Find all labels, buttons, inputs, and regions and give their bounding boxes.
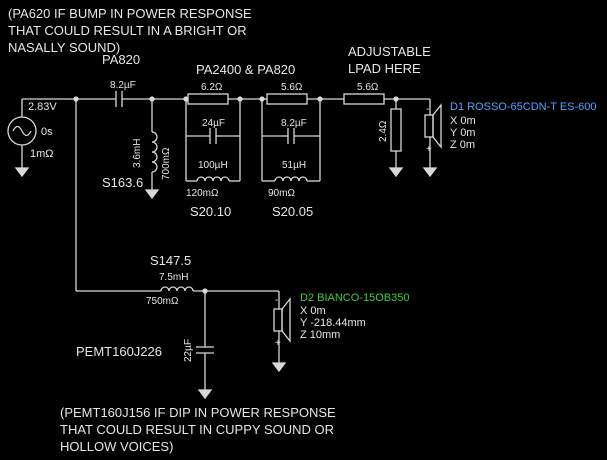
notch-2-inductor[interactable] <box>274 176 308 182</box>
series-capacitor-value: 8.2µF <box>110 80 136 91</box>
driver-1-ground-icon <box>422 167 438 178</box>
tweeter-coil-value: 7.5mH <box>159 272 188 283</box>
note-bottom-line-3: HOLLOW VOICES) <box>60 439 173 454</box>
tweeter-shunt-capacitor[interactable] <box>196 346 214 354</box>
notch-2-capacitor[interactable] <box>287 128 295 144</box>
source-phase: 0s <box>41 126 53 138</box>
shunt-coil-part: S163.6 <box>102 175 143 190</box>
notch-1-inductor[interactable] <box>196 176 230 182</box>
tweeter-cap-value: 22µF <box>183 339 194 362</box>
notch-2-inductor-res: 90mΩ <box>268 188 295 199</box>
resistor-r1[interactable] <box>187 93 229 105</box>
driver-2-minus: - <box>275 295 278 306</box>
shunt-resistor-value: 2.4Ω <box>378 120 389 142</box>
shunt-resistor-ground-icon <box>388 167 404 178</box>
shunt-coil-value: 3.6mH <box>132 139 143 168</box>
note-bottom-line-2: THAT COULD RESULT IN CUPPY SOUND OR <box>60 422 334 437</box>
tweeter-coil-part: S147.5 <box>150 253 191 268</box>
driver-2-z: Z 10mm <box>300 329 340 341</box>
series-capacitor-part: PA820 <box>102 52 140 67</box>
note-top-line-3: NASALLY SOUND) <box>8 40 120 55</box>
driver-1-x: X 0m <box>450 115 476 127</box>
series-capacitor-pa820[interactable] <box>115 91 123 107</box>
notch-2-inductor-part: S20.05 <box>272 204 313 219</box>
lpad-note-line-1: ADJUSTABLE <box>348 44 431 59</box>
driver-1-plus: + <box>426 144 432 155</box>
voltage-source[interactable] <box>7 99 37 178</box>
notch-1-inductor-value: 100µH <box>198 160 228 171</box>
driver-1-z: Z 0m <box>450 139 475 151</box>
driver-2-name: D2 BIANCO-15OB350 <box>300 292 409 304</box>
source-resistance: 1mΩ <box>30 148 54 160</box>
lpad-note-line-2: LPAD HERE <box>348 61 421 76</box>
driver-1-name: D1 ROSSO-65CDN-T ES-600 <box>450 101 597 113</box>
tweeter-series-coil[interactable] <box>160 286 194 292</box>
resistor-r3[interactable] <box>343 93 385 105</box>
source-voltage: 2.83V <box>28 101 57 113</box>
driver-2-plus: + <box>275 338 281 349</box>
driver-2-y: Y -218.44mm <box>300 317 366 329</box>
notch-2-inductor-value: 51µH <box>282 160 306 171</box>
driver-1-y: Y 0m <box>450 127 475 139</box>
notch-1-inductor-part: S20.10 <box>190 204 231 219</box>
note-bottom-line-1: (PEMT160J156 IF DIP IN POWER RESPONSE <box>60 405 336 420</box>
driver-2-x: X 0m <box>300 305 326 317</box>
resistor-r3-value: 5.6Ω <box>357 82 379 93</box>
resistor-r2[interactable] <box>266 93 308 105</box>
notch-1-inductor-res: 120mΩ <box>186 188 219 199</box>
shunt-resistor[interactable] <box>390 108 402 152</box>
shunt-coil-ground-icon <box>144 189 160 200</box>
resistor-r2-value: 5.6Ω <box>281 82 303 93</box>
driver-1-minus: - <box>426 104 429 115</box>
driver-2-ground-icon <box>271 362 287 373</box>
driver-2-speaker-icon[interactable] <box>273 297 291 343</box>
shunt-coil-s163-6[interactable] <box>151 131 158 173</box>
notch-1-capacitor[interactable] <box>209 128 217 144</box>
notch-1-cap-value: 24µF <box>202 118 225 129</box>
tweeter-coil-res: 750mΩ <box>146 296 179 307</box>
note-top-line-2: THAT COULD RESULT IN A BRIGHT OR <box>8 23 247 38</box>
notch-2-cap-value: 8.2µF <box>281 118 307 129</box>
driver-1-speaker-icon[interactable] <box>424 103 442 149</box>
resistor-r1-value: 6.2Ω <box>201 82 223 93</box>
tweeter-cap-ground-icon <box>197 389 213 400</box>
shunt-coil-resistance: 700mΩ <box>161 147 172 180</box>
source-ground-icon <box>14 167 30 178</box>
note-top-line-1: (PA620 IF BUMP IN POWER RESPONSE <box>8 6 252 21</box>
tweeter-cap-part: PEMT160J226 <box>76 344 162 359</box>
notch-group-label: PA2400 & PA820 <box>196 62 295 77</box>
